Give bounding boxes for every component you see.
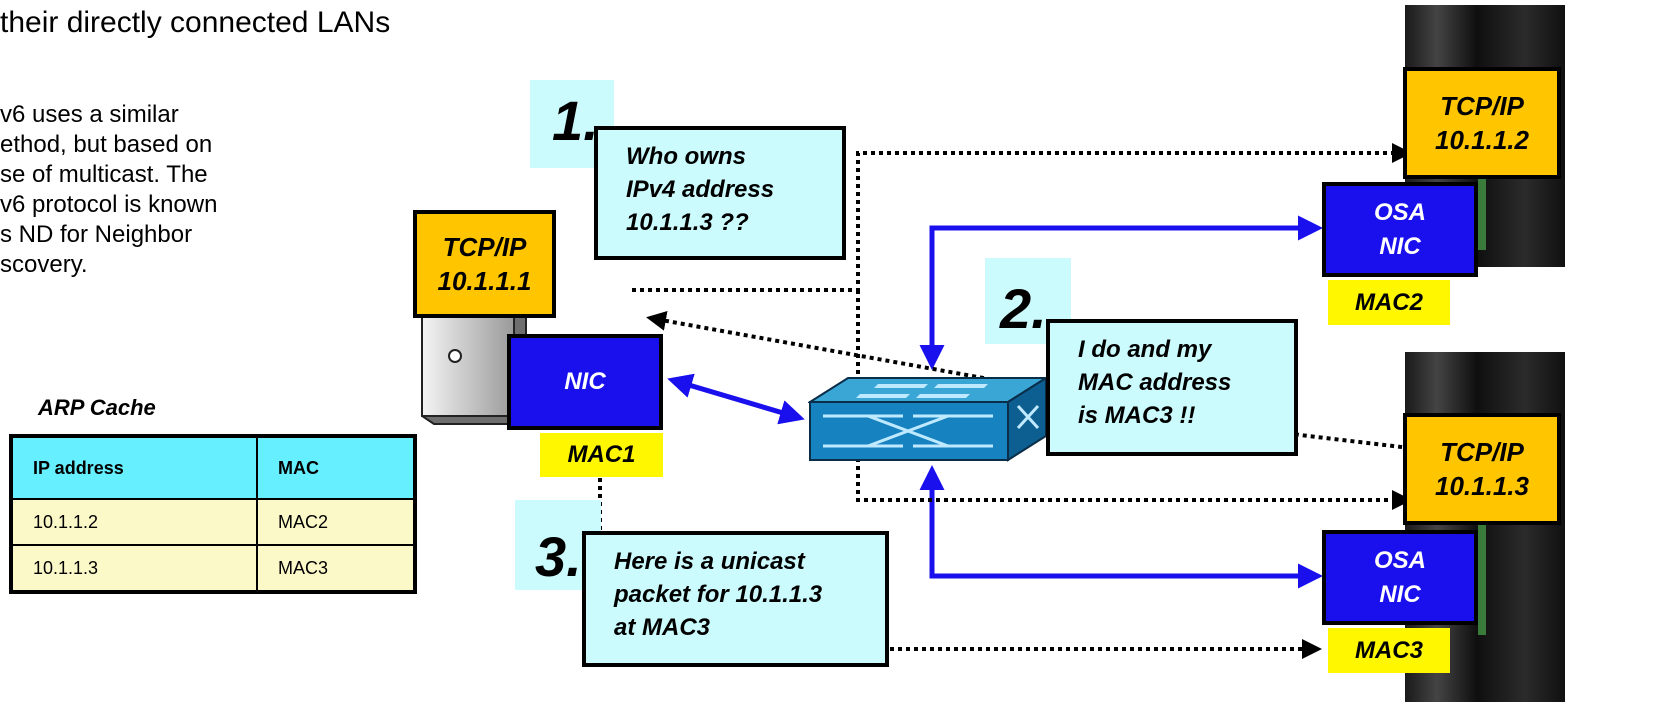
server-bottom-mac-label: MAC3 [1328, 628, 1450, 673]
page-heading: their directly connected LANs [0, 6, 391, 39]
arp-cache-title: ARP Cache [38, 395, 156, 420]
switch-osa2-link [919, 215, 1323, 370]
nic-label: NIC [1379, 580, 1421, 608]
step-1-number: 1. [552, 89, 599, 152]
tcpip-label: TCP/IP [442, 232, 527, 262]
step-3-number: 3. [535, 525, 582, 588]
ipv6-note: v6 uses a similar ethod, but based on se… [0, 101, 218, 278]
nic-switch-link [667, 373, 805, 425]
nic-label: NIC [564, 368, 606, 395]
network-switch-icon [808, 376, 1048, 462]
step-3-callout: Here is a unicast packet for 10.1.1.3 at… [582, 531, 889, 667]
pc-tower-icon [421, 305, 527, 425]
arp-request-branch [856, 290, 1412, 510]
switch-osa3-link [919, 465, 1323, 589]
server-top-tcpip-box: TCP/IP 10.1.1.2 [1403, 67, 1561, 179]
server-bottom-osa-nic: OSA NIC [1322, 530, 1478, 625]
ip-address: 10.1.1.3 [1435, 471, 1529, 501]
cell-ip: 10.1.1.2 [9, 498, 259, 546]
mainframe-light [1478, 150, 1486, 250]
server-bottom-tcpip-box: TCP/IP 10.1.1.3 [1403, 413, 1561, 525]
column-header-mac: MAC [256, 435, 416, 500]
osa-label: OSA [1373, 546, 1426, 574]
arp-request-path [632, 143, 1412, 292]
table-row: 10.1.1.3 MAC3 [9, 544, 416, 593]
column-header-ip: IP address [9, 435, 259, 500]
cell-mac: MAC2 [256, 498, 416, 546]
host-tcpip-box: TCP/IP 10.1.1.1 [413, 210, 556, 318]
osa-label: OSA [1373, 198, 1426, 226]
cell-mac: MAC3 [256, 544, 416, 593]
host-mac-label: MAC1 [540, 433, 663, 477]
tcpip-label: TCP/IP [1440, 91, 1524, 121]
ip-address: 10.1.1.1 [437, 266, 532, 296]
host-nic-box: NIC [507, 334, 663, 430]
step-2-number: 2. [1000, 277, 1047, 340]
ip-address: 10.1.1.2 [1435, 125, 1529, 155]
server-top-osa-nic: OSA NIC [1322, 182, 1478, 277]
nic-label: NIC [1379, 232, 1421, 260]
table-header-row: IP address MAC [9, 435, 416, 500]
mainframe-light [1478, 525, 1486, 635]
step-1-callout: Who owns IPv4 address 10.1.1.3 ?? [594, 126, 846, 260]
cell-ip: 10.1.1.3 [9, 544, 259, 593]
arp-cache-table: IP address MAC 10.1.1.2 MAC2 10.1.1.3 MA… [9, 434, 417, 594]
tcpip-label: TCP/IP [1440, 437, 1524, 467]
step-2-callout: I do and my MAC address is MAC3 !! [1046, 319, 1298, 456]
server-top-mac-label: MAC2 [1328, 280, 1450, 325]
table-row: 10.1.1.2 MAC2 [9, 498, 416, 546]
